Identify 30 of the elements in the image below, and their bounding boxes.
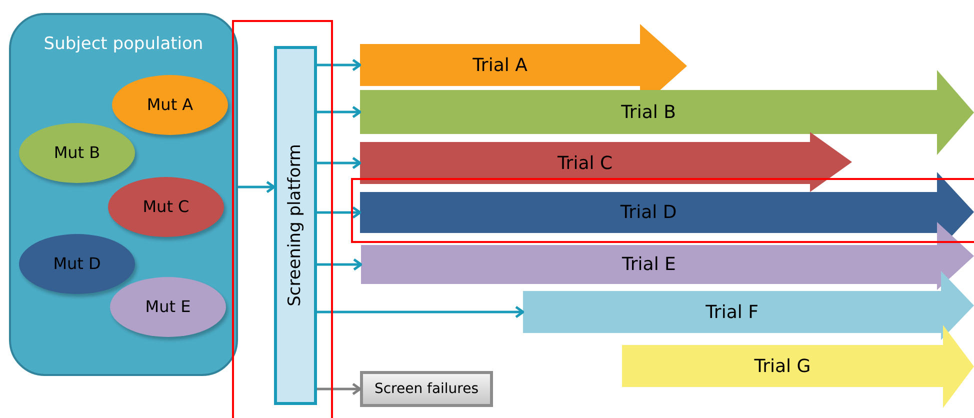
connector-arrow	[317, 306, 524, 318]
population-panel	[9, 13, 238, 376]
connector-arrow	[317, 258, 362, 271]
failure-box	[360, 371, 493, 407]
mutation-label: Mut C	[142, 196, 190, 218]
mutation-ellipse	[108, 177, 224, 237]
platform-label: Screening platform	[284, 144, 306, 307]
connector-arrow	[317, 156, 362, 170]
mutation-ellipse	[19, 123, 135, 183]
connector-arrow	[317, 58, 362, 72]
connector-arrow	[317, 206, 362, 219]
trial-label: Trial A	[472, 54, 528, 78]
trial-label: Trial G	[754, 354, 811, 378]
connector-arrow	[238, 180, 276, 194]
trial-label: Trial C	[557, 152, 613, 176]
mutation-label: Mut B	[54, 142, 100, 164]
connector-arrow	[317, 106, 362, 118]
connector-arrow	[317, 382, 362, 396]
trial-label: Trial E	[622, 253, 676, 277]
mutation-label: Mut D	[53, 253, 101, 275]
platform-box	[274, 46, 317, 405]
mutation-ellipse	[110, 277, 226, 337]
trial-label: Trial D	[620, 201, 677, 225]
failure-label: Screen failures	[374, 380, 479, 398]
trial-label: Trial F	[706, 300, 758, 324]
mutation-ellipse	[19, 234, 135, 294]
mutation-label: Mut A	[146, 94, 194, 116]
trial-label: Trial B	[621, 100, 676, 124]
mutation-label: Mut E	[145, 296, 191, 318]
panel-title: Subject population	[44, 33, 204, 56]
